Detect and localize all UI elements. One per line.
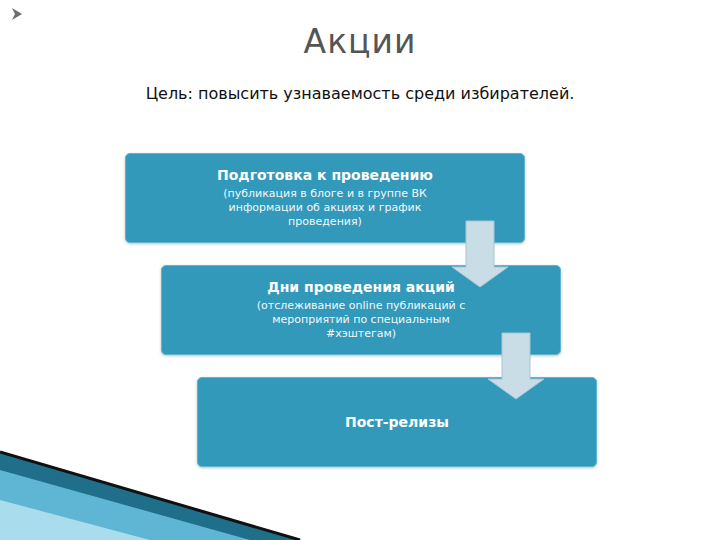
- block-arrow: [488, 333, 544, 399]
- stage-box: Дни проведения акций (отслеживание online…: [161, 265, 561, 355]
- stage-box: Подготовка к проведению (публикация в бло…: [125, 153, 525, 243]
- box-heading: Подготовка к проведению: [217, 167, 433, 183]
- slide-title: Акции: [0, 22, 720, 61]
- bullet-mark: [12, 8, 22, 20]
- corner-band: [0, 470, 250, 540]
- box-heading: Пост-релизы: [345, 414, 449, 430]
- goal-text: Цель: повысить узнаваемость среди избира…: [0, 84, 720, 103]
- box-description: (отслеживание online публикаций с меропр…: [236, 299, 486, 340]
- box-heading: Дни проведения акций: [267, 279, 455, 295]
- box-description: (публикация в блоге и в группе ВК информ…: [200, 187, 450, 228]
- block-arrow: [452, 221, 508, 287]
- stage-box: Пост-релизы: [197, 377, 597, 467]
- corner-band: [0, 500, 150, 540]
